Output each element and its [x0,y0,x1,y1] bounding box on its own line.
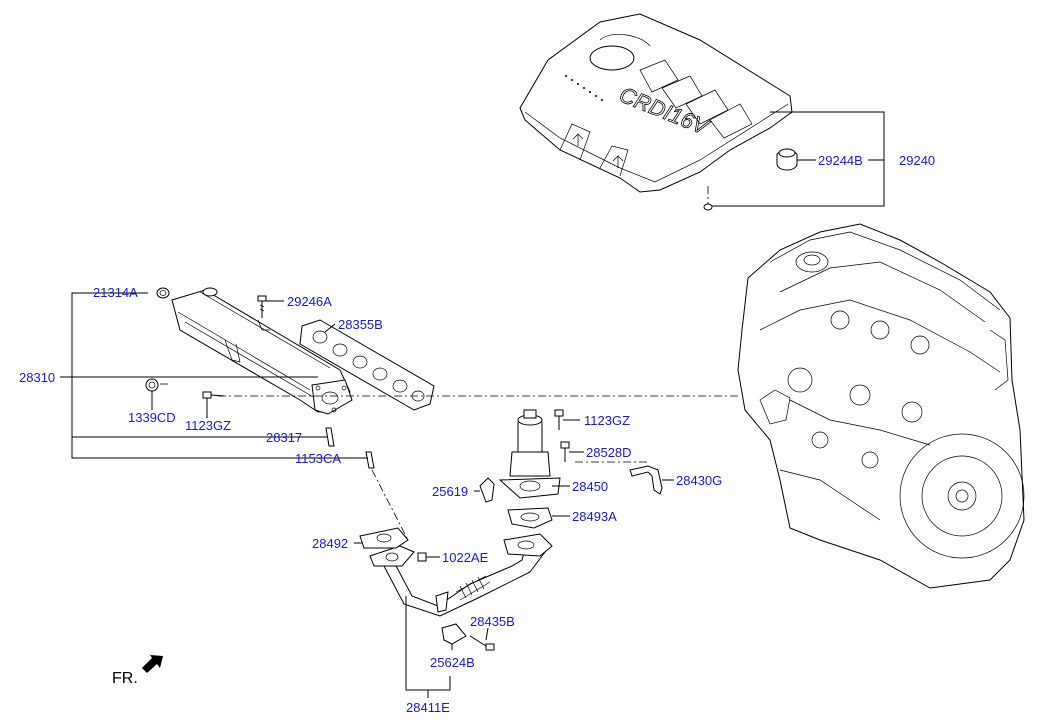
label-1022AE[interactable]: 1022AE [442,550,489,565]
label-1123GZ-valve[interactable]: 1123GZ [584,413,630,428]
grommet-29244B[interactable] [776,148,798,171]
label-1153CA[interactable]: 1153CA [295,451,341,466]
label-28317[interactable]: 28317 [266,430,302,445]
egr-cooler-28310[interactable] [171,287,353,415]
label-25619[interactable]: 25619 [432,484,468,499]
front-arrow-icon [142,655,163,673]
bolt-29246A[interactable] [257,295,267,318]
hose-28430G[interactable] [629,465,663,495]
gasket-28492[interactable] [359,527,409,549]
label-1123GZ-cooler[interactable]: 1123GZ [185,418,231,433]
gasket-28355B[interactable] [299,319,435,411]
cover-washer [703,203,713,211]
label-1339CD[interactable]: 1339CD [128,410,176,425]
engine-block [737,223,1025,589]
nut-1339CD[interactable] [145,378,159,392]
bolt-28435B[interactable] [469,635,495,651]
bolt-1123GZ-valve[interactable] [554,409,564,430]
engine-cover[interactable]: CRDI16V [519,13,793,193]
label-28493A[interactable]: 28493A [572,509,617,524]
cap-21314A[interactable] [156,287,170,299]
egr-valve-28450[interactable] [498,409,561,499]
bolt-28528D[interactable] [560,441,570,462]
label-28450[interactable]: 28450 [572,479,608,494]
bolt-1123GZ-cooler[interactable] [202,391,225,399]
label-29246A[interactable]: 29246A [287,294,332,309]
label-28435B[interactable]: 28435B [470,614,515,629]
label-21314A[interactable]: 21314A [93,285,138,300]
front-indicator: FR. [112,670,138,687]
label-28355B[interactable]: 28355B [338,317,383,332]
label-28411E[interactable]: 28411E [406,700,450,715]
label-28528D[interactable]: 28528D [586,445,632,460]
stud-28317[interactable] [325,427,335,447]
stud-1153CA[interactable] [365,451,375,469]
bolt-1022AE[interactable] [417,552,427,562]
clip-25619[interactable] [479,477,495,503]
label-29240[interactable]: 29240 [899,153,935,168]
label-25624B[interactable]: 25624B [430,655,475,670]
label-29244B[interactable]: 29244B [818,153,863,168]
label-28310[interactable]: 28310 [19,370,55,385]
clamp-25624B[interactable] [441,623,467,645]
egr-pipe-28411E[interactable] [369,533,553,617]
label-28492[interactable]: 28492 [312,536,348,551]
gasket-28493A[interactable] [507,507,553,529]
label-28430G[interactable]: 28430G [676,473,722,488]
